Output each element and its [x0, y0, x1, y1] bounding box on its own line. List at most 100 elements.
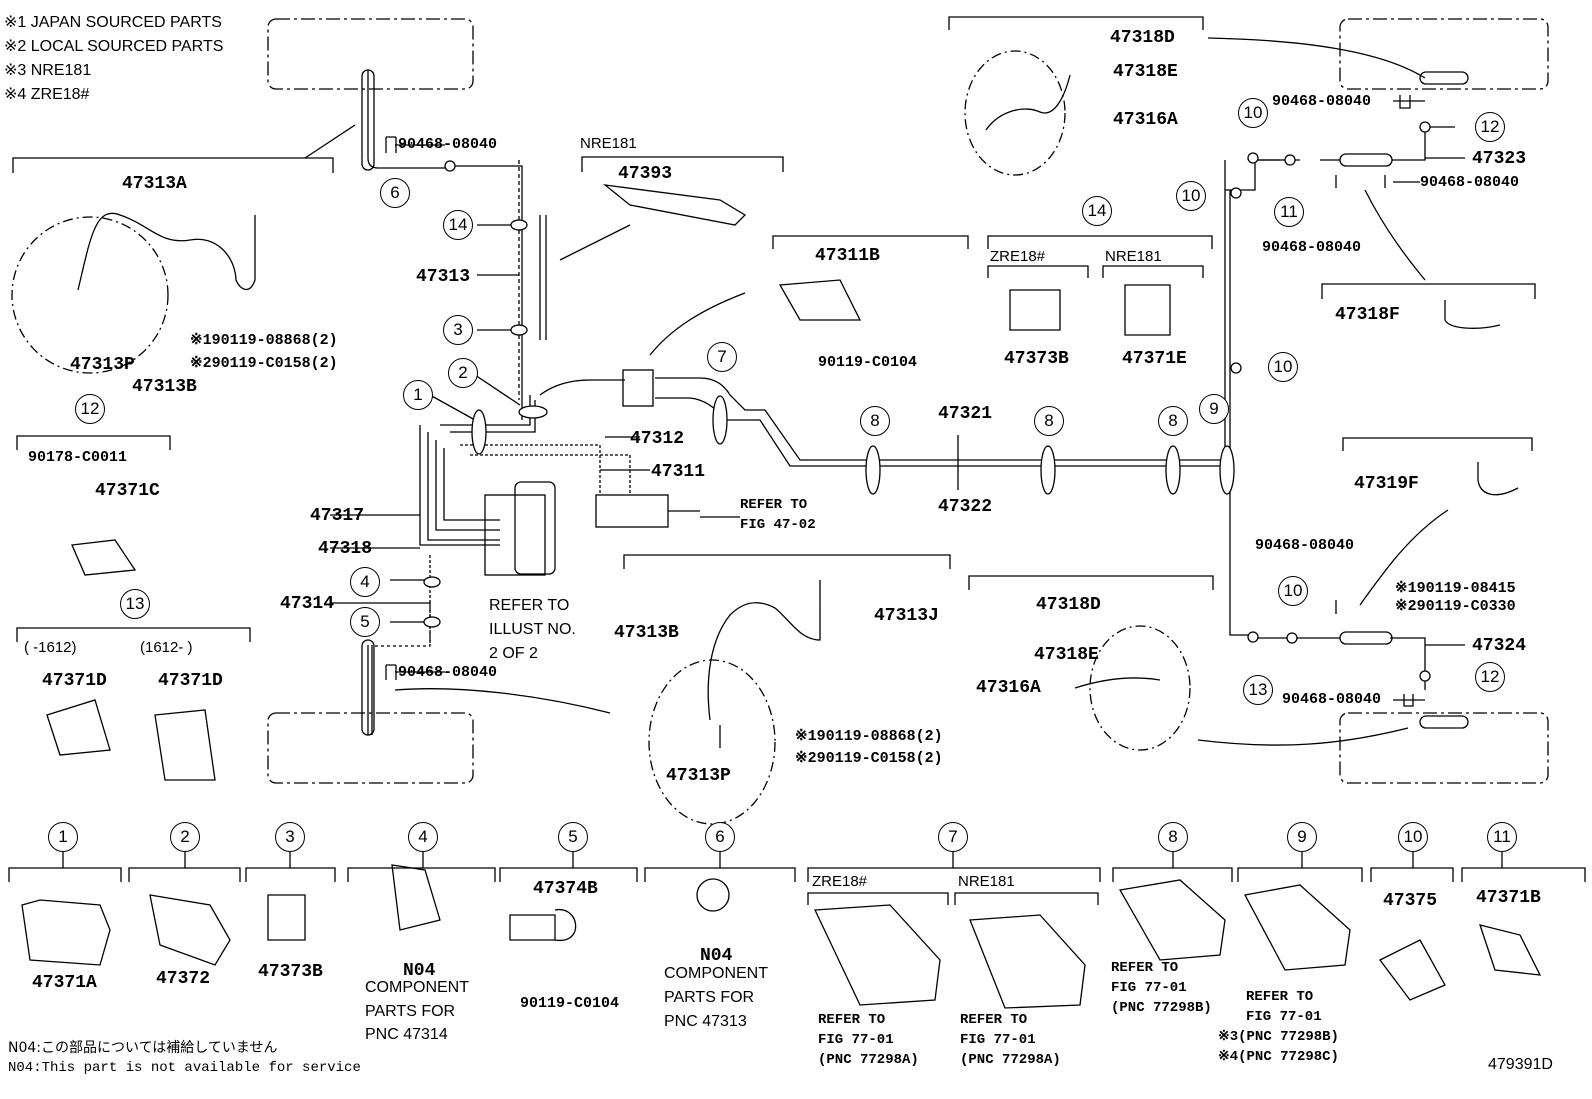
callout-3: 3 — [275, 822, 305, 852]
part-label-47313B: 47313B — [614, 623, 679, 643]
callout-5: 5 — [558, 822, 588, 852]
callout-10: 10 — [1238, 98, 1268, 128]
refer-text: FIG 77-01 — [818, 1032, 894, 1048]
component-text: PNC 47313 — [664, 1013, 747, 1030]
clip-label-top: 90468-08040 — [398, 136, 498, 153]
callout-10: 10 — [1398, 822, 1428, 852]
part-label-47318D: 47318D — [1110, 28, 1175, 48]
callout-3: 3 — [443, 315, 473, 345]
part-label-47393: 47393 — [618, 164, 673, 184]
refer-text: FIG 77-01 — [960, 1032, 1036, 1048]
part-label-47373B: 47373B — [258, 962, 323, 982]
callout-9: 9 — [1199, 394, 1229, 424]
clip-label: 90468-08040 — [1255, 537, 1355, 554]
part-label-47371E: 47371E — [1122, 349, 1187, 369]
part-label-47373B: 47373B — [1004, 349, 1069, 369]
part-label-47314: 47314 — [280, 594, 335, 614]
part-label-47322: 47322 — [938, 497, 993, 517]
callout-10: 10 — [1278, 576, 1308, 606]
callout-13: 13 — [120, 589, 150, 619]
part-label-47313: 47313 — [416, 267, 471, 287]
clip-label: 90468-08040 — [1420, 174, 1520, 191]
range-label: ( -1612) — [24, 639, 77, 656]
callout-12: 12 — [75, 394, 105, 424]
part-label-47323: 47323 — [1472, 149, 1527, 169]
callout-14: 14 — [1082, 196, 1112, 226]
callout-13: 13 — [1243, 675, 1273, 705]
refer-text: FIG 47-02 — [740, 517, 816, 533]
component-text: PARTS FOR — [664, 989, 755, 1006]
group-title-zre18: ZRE18# — [990, 248, 1046, 265]
refer-text: REFER TO — [960, 1012, 1028, 1028]
range-label: (1612- ) — [140, 639, 193, 656]
part-label-47318: 47318 — [318, 539, 373, 559]
callout-7: 7 — [707, 342, 737, 372]
callout-5: 5 — [350, 607, 380, 637]
bolt-label-90119: 90119-C0104 — [818, 354, 918, 371]
part-label-47313J: 47313J — [874, 606, 939, 626]
note-local-sourced: ※2 LOCAL SOURCED PARTS — [4, 38, 224, 55]
part-label-90178: 90178-C0011 — [28, 449, 128, 466]
group-title-zre18: ZRE18# — [812, 873, 868, 890]
callout-14: 14 — [443, 210, 473, 240]
group-title-nre181: NRE181 — [1105, 248, 1162, 265]
part-label-47318E: 47318E — [1113, 62, 1178, 82]
callout-7: 7 — [938, 822, 968, 852]
part-label-47313P: 47313P — [70, 355, 135, 375]
bolt-label: ※290119-C0158(2) — [190, 355, 338, 372]
part-label-47313A: 47313A — [122, 174, 187, 194]
callout-8: 8 — [1158, 822, 1188, 852]
part-label-47317: 47317 — [310, 506, 365, 526]
callout-2: 2 — [170, 822, 200, 852]
callout-8: 8 — [1158, 406, 1188, 436]
clip-label: 90468-08040 — [1272, 93, 1372, 110]
callout-12: 12 — [1475, 112, 1505, 142]
part-label-47371D: 47371D — [42, 671, 107, 691]
footer-note-jp: N04:この部品については補給していません — [8, 1040, 278, 1056]
clip-label: 90468-08040 — [1282, 691, 1382, 708]
part-label-47371C: 47371C — [95, 481, 160, 501]
refer-text: ※4(PNC 77298C) — [1218, 1049, 1339, 1065]
bolt-label: ※190119-08415 — [1395, 580, 1516, 597]
bolt-label: ※190119-08868(2) — [190, 332, 338, 349]
callout-9: 9 — [1287, 822, 1317, 852]
refer-illust-text: REFER TO — [489, 597, 570, 614]
part-label-47313P: 47313P — [666, 766, 731, 786]
n04-label: N04 — [700, 946, 733, 966]
callout-8: 8 — [860, 406, 890, 436]
part-label-47319F: 47319F — [1354, 474, 1419, 494]
bolt-label: ※190119-08868(2) — [795, 728, 943, 745]
callout-4: 4 — [408, 822, 438, 852]
part-label-47324: 47324 — [1472, 636, 1527, 656]
refer-text: FIG 77-01 — [1246, 1009, 1322, 1025]
part-label-47313B: 47313B — [132, 377, 197, 397]
note-japan-sourced: ※1 JAPAN SOURCED PARTS — [4, 14, 222, 31]
refer-text: REFER TO — [740, 497, 808, 513]
callout-1: 1 — [48, 822, 78, 852]
bolt-label-90119: 90119-C0104 — [520, 995, 620, 1012]
part-label-47321: 47321 — [938, 404, 993, 424]
refer-illust-text: 2 OF 2 — [489, 645, 538, 662]
part-label-47311: 47311 — [651, 462, 706, 482]
part-label-47316A: 47316A — [976, 678, 1041, 698]
callout-8: 8 — [1034, 406, 1064, 436]
refer-text: (PNC 77298B) — [1111, 1000, 1212, 1016]
note-zre18: ※4 ZRE18# — [4, 86, 90, 103]
callout-10: 10 — [1176, 181, 1206, 211]
component-text: PARTS FOR — [365, 1003, 456, 1020]
callout-12: 12 — [1475, 662, 1505, 692]
refer-text: (PNC 77298A) — [818, 1052, 919, 1068]
refer-text: FIG 77-01 — [1111, 980, 1187, 996]
part-label-47375: 47375 — [1383, 891, 1438, 911]
figure-id: 479391D — [1488, 1056, 1553, 1073]
callout-6: 6 — [380, 178, 410, 208]
part-label-47318F: 47318F — [1335, 305, 1400, 325]
refer-illust-text: ILLUST NO. — [489, 621, 576, 638]
component-text: PNC 47314 — [365, 1026, 448, 1043]
part-label-47371A: 47371A — [32, 973, 97, 993]
part-label-47318D: 47318D — [1036, 595, 1101, 615]
group-title-nre181: NRE181 — [958, 873, 1015, 890]
component-text: COMPONENT — [664, 965, 768, 982]
footer-note-en: N04:This part is not available for servi… — [8, 1060, 361, 1076]
